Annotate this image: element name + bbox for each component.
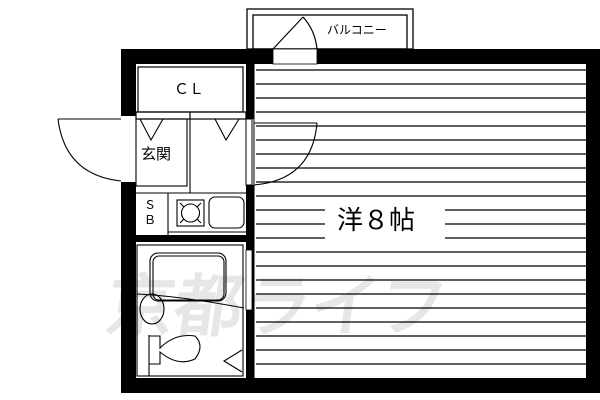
- room-door-swing: [253, 122, 318, 186]
- shoe-box-label-s: Ｓ: [144, 198, 157, 212]
- entrance-label: 玄関: [141, 145, 172, 163]
- balcony-door-swing: [272, 16, 318, 50]
- balcony-label: バルコニー: [327, 23, 387, 37]
- unit-bath: [136, 244, 245, 377]
- bath-wall: [136, 235, 246, 242]
- closet-door-marks: [139, 118, 240, 142]
- partition-wall: [245, 64, 254, 378]
- closet: [135, 64, 247, 120]
- closet-label: ＣＬ: [174, 80, 205, 98]
- label-backdrop: [325, 200, 445, 240]
- kitchen-counter: [167, 193, 246, 235]
- entry-door-swing: [57, 118, 122, 182]
- outer-walls: [121, 49, 600, 393]
- balcony-door-opening: [272, 48, 318, 65]
- entry-wall-pillar: [121, 182, 136, 194]
- entrance: [135, 118, 246, 194]
- shoe-box-label-b: Ｂ: [144, 213, 157, 227]
- main-room-label: 洋８帖: [337, 206, 416, 236]
